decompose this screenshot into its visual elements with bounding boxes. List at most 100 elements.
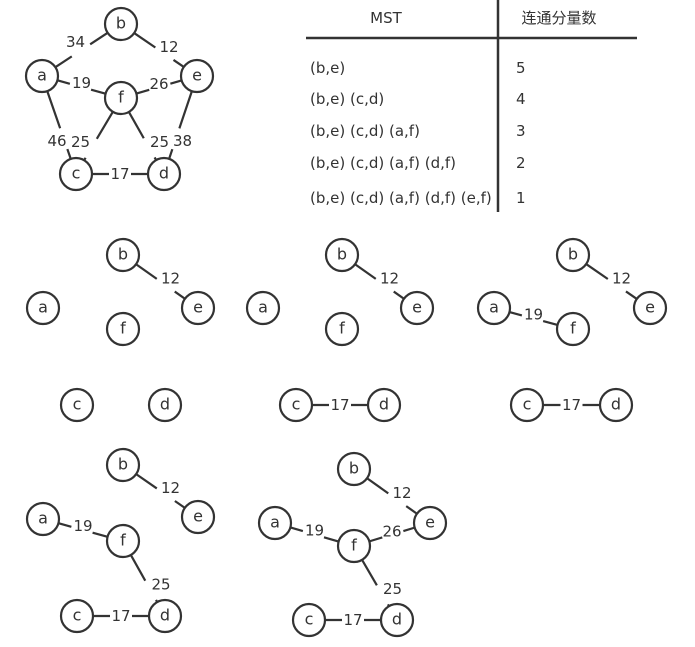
node-circle (105, 237, 141, 273)
edge-be (133, 32, 156, 49)
node-label: c (305, 610, 314, 629)
edge-weight-cd: 17 (562, 396, 581, 414)
node-circle (25, 501, 61, 537)
table-row: (b,e) (c,d)4 (310, 90, 526, 108)
node-circle (509, 387, 545, 423)
node-c: c (291, 602, 327, 638)
edge-af (290, 526, 304, 533)
node-label: b (118, 245, 128, 264)
table-cell-mst: (b,e) (c,d) (a,f) (d,f) (e,f) (310, 189, 492, 207)
node-circle (257, 505, 293, 541)
node-circle (180, 290, 216, 326)
node-circle (336, 528, 372, 564)
table-cell-count: 4 (516, 90, 526, 108)
edge-be (393, 290, 405, 300)
node-circle (379, 602, 415, 638)
node-f: f (103, 80, 139, 116)
edge-fd (127, 111, 145, 139)
node-f: f (105, 523, 141, 559)
node-a: a (25, 290, 61, 326)
node-label: c (72, 164, 81, 183)
node-d: d (598, 387, 634, 423)
node-c: c (59, 387, 95, 423)
node-c: c (58, 156, 94, 192)
edge-ab (54, 55, 73, 69)
edge-weight-ab: 34 (66, 33, 85, 51)
edge-weight-af: 19 (524, 306, 543, 324)
table-header-mst: MST (370, 9, 402, 27)
edge-weight-cd: 17 (110, 165, 129, 183)
edge-weight-cd: 17 (330, 396, 349, 414)
table-cell-mst: (b,e) (c,d) (a,f) (310, 122, 420, 140)
node-label: b (568, 245, 578, 264)
node-a: a (24, 58, 60, 94)
edge-be (172, 59, 185, 68)
table-cell-count: 3 (516, 122, 526, 140)
node-label: e (645, 298, 655, 317)
node-circle (278, 387, 314, 423)
edge-be (135, 473, 158, 490)
node-circle (25, 290, 61, 326)
node-circle (412, 505, 448, 541)
node-circle (632, 290, 668, 326)
node-label: f (351, 536, 357, 555)
node-label: f (120, 319, 126, 338)
node-d: d (146, 156, 182, 192)
mst-table: MST 连通分量数 (b,e)5(b,e) (c,d)4(b,e) (c,d) … (306, 0, 637, 212)
node-d: d (366, 387, 402, 423)
node-circle (105, 447, 141, 483)
node-label: b (116, 14, 126, 33)
node-b: b (105, 237, 141, 273)
node-circle (399, 290, 435, 326)
edge-weight-af: 19 (73, 517, 92, 535)
table-row: (b,e)5 (310, 59, 526, 77)
node-label: c (73, 395, 82, 414)
edge-weight-be: 12 (380, 270, 399, 288)
edge-af (92, 531, 108, 538)
node-label: c (292, 395, 301, 414)
edge-weight-fd: 25 (151, 576, 170, 594)
edge-ed (178, 90, 193, 129)
node-label: f (570, 319, 576, 338)
node-circle (103, 80, 139, 116)
edge-af (323, 536, 339, 543)
node-label: a (37, 66, 47, 85)
node-f: f (324, 311, 360, 347)
edge-weight-fd: 25 (150, 133, 169, 151)
node-label: a (270, 513, 280, 532)
edge-weight-fd: 25 (383, 580, 402, 598)
edge-weight-cd: 17 (343, 611, 362, 629)
node-circle (324, 237, 360, 273)
node-a: a (476, 290, 512, 326)
edge-weight-be: 12 (161, 479, 180, 497)
edge-weight-ed: 38 (173, 132, 192, 150)
node-label: e (193, 298, 203, 317)
node-circle (324, 311, 360, 347)
node-circle (147, 387, 183, 423)
node-label: b (118, 455, 128, 474)
node-circle (476, 290, 512, 326)
node-a: a (25, 501, 61, 537)
edge-weight-be: 12 (159, 38, 178, 56)
node-circle (105, 311, 141, 347)
edge-af (509, 311, 523, 317)
edge-be (585, 263, 609, 280)
node-label: e (412, 298, 422, 317)
node-circle (555, 237, 591, 273)
node-a: a (257, 505, 293, 541)
node-circle (245, 290, 281, 326)
edge-be (174, 290, 186, 300)
edge-weight-af: 19 (72, 74, 91, 92)
node-label: b (349, 459, 359, 478)
edge-weight-fc: 25 (71, 133, 90, 151)
node-circle (59, 598, 95, 634)
node-label: e (193, 507, 203, 526)
